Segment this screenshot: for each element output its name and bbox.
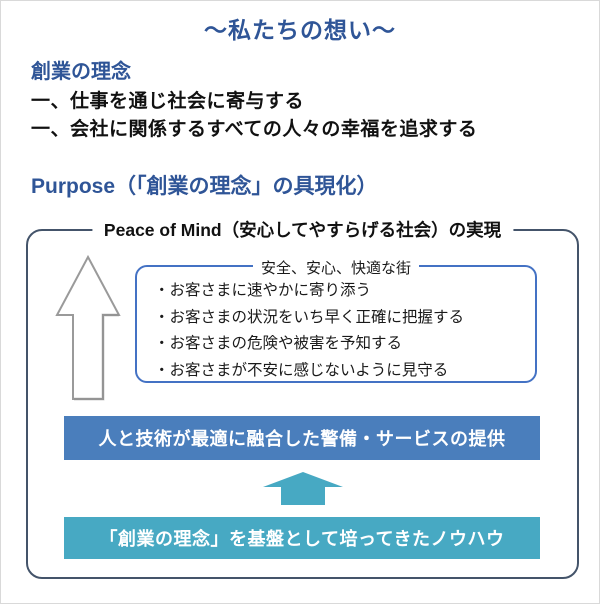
safe-city-bullet-2: ・お客さまの状況をいち早く正確に把握する (154, 308, 465, 326)
safe-city-box: 安全、安心、快適な街 ・お客さまに速やかに寄り添う ・お客さまの状況をいち早く正… (135, 257, 537, 384)
page-title: 〜私たちの想い〜 (204, 17, 396, 43)
founding-philosophy-heading: 創業の理念 (31, 61, 131, 83)
purpose-heading: Purpose（「創業の理念」の具現化） (31, 175, 378, 198)
safe-city-title: 安全、安心、快適な街 (252, 257, 420, 278)
safe-city-bullet-list: ・お客さまに速やかに寄り添う ・お客さまの状況をいち早く正確に把握する ・お客さ… (154, 278, 464, 384)
founding-philosophy-line-1: 一、仕事を通じ社会に寄与する (31, 91, 305, 112)
up-arrow-solid-icon (262, 472, 343, 505)
founding-philosophy-line-2: 一、会社に関係するすべての人々の幸福を追求する (31, 119, 478, 140)
purpose-frame: Peace of Mind（安心してやすらげる社会）の実現 安全、安心、快適な街… (26, 217, 579, 579)
service-banner: 人と技術が最適に融合した警備・サービスの提供 (64, 416, 540, 460)
safe-city-bullet-1: ・お客さまに速やかに寄り添う (154, 282, 372, 299)
safe-city-bullet-4: ・お客さまが不安に感じないように見守る (154, 361, 449, 379)
up-arrow-outline-icon (55, 255, 121, 401)
safe-city-bullet-3: ・お客さまの危険や被害を予知する (154, 335, 403, 352)
foundation-banner: 「創業の理念」を基盤として培ってきたノウハウ (64, 517, 540, 559)
founding-philosophy-lines: 一、仕事を通じ社会に寄与する 一、会社に関係するすべての人々の幸福を追求する (31, 88, 477, 144)
purpose-frame-title: Peace of Mind（安心してやすらげる社会）の実現 (91, 217, 514, 242)
